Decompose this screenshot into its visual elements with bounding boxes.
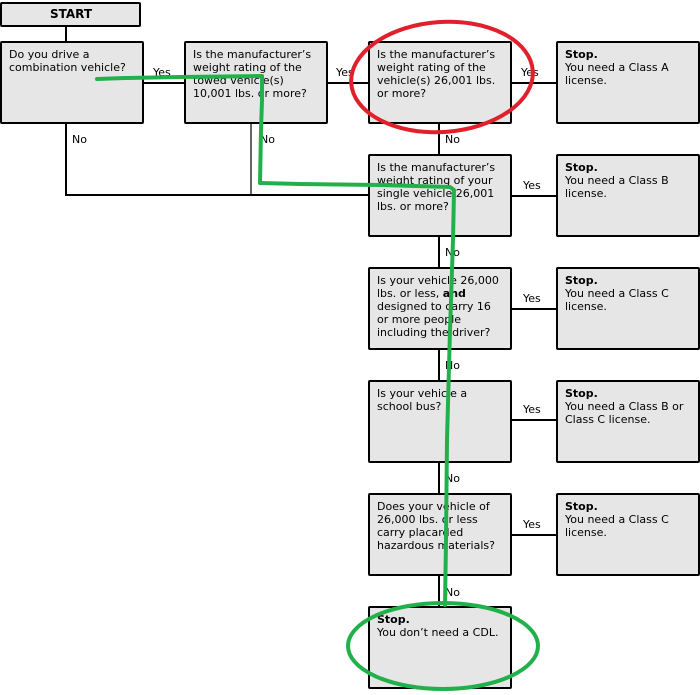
question-passengers: Is your vehicle 26,000 lbs. or less, and… bbox=[368, 267, 512, 350]
question-text: designed to carry 16 or more people incl… bbox=[377, 300, 491, 339]
edge-label-no: No bbox=[445, 586, 460, 599]
connector bbox=[510, 308, 557, 310]
connector bbox=[438, 123, 440, 155]
connector bbox=[510, 534, 557, 536]
result-class-b-or-c: Stop. You need a Class B or Class C lice… bbox=[556, 380, 700, 463]
stop-label: Stop. bbox=[565, 48, 598, 61]
edge-label-no: No bbox=[260, 133, 275, 146]
connector bbox=[327, 82, 369, 84]
connector bbox=[510, 82, 557, 84]
stop-label: Stop. bbox=[565, 500, 598, 513]
connector bbox=[510, 195, 557, 197]
result-text: You need a Class A license. bbox=[565, 61, 669, 87]
result-class-a: Stop. You need a Class A license. bbox=[556, 41, 700, 124]
edge-label-yes: Yes bbox=[153, 66, 171, 79]
edge-label-no: No bbox=[445, 472, 460, 485]
stop-label: Stop. bbox=[377, 613, 410, 626]
start-node: START bbox=[0, 2, 141, 27]
result-no-cdl: Stop. You don’t need a CDL. bbox=[368, 606, 512, 689]
stop-label: Stop. bbox=[565, 387, 598, 400]
edge-label-no: No bbox=[445, 133, 460, 146]
question-emphasis: and bbox=[442, 287, 466, 300]
question-towed-weight: Is the manufacturer’s weight rating of t… bbox=[184, 41, 328, 124]
question-hazmat: Does your vehicle of 26,000 lbs. or less… bbox=[368, 493, 512, 576]
connector bbox=[438, 462, 440, 494]
edge-label-no: No bbox=[445, 246, 460, 259]
edge-label-yes: Yes bbox=[336, 66, 354, 79]
edge-label-no: No bbox=[72, 133, 87, 146]
edge-label-yes: Yes bbox=[523, 518, 541, 531]
result-class-c-hazmat: Stop. You need a Class C license. bbox=[556, 493, 700, 576]
result-class-c: Stop. You need a Class C license. bbox=[556, 267, 700, 350]
question-school-bus: Is your vehicle a school bus? bbox=[368, 380, 512, 463]
edge-label-yes: Yes bbox=[523, 292, 541, 305]
result-text: You need a Class C license. bbox=[565, 287, 669, 313]
connector bbox=[438, 575, 440, 607]
result-class-b: Stop. You need a Class B license. bbox=[556, 154, 700, 237]
connector bbox=[65, 194, 370, 196]
result-text: You need a Class C license. bbox=[565, 513, 669, 539]
question-combined-weight: Is the manufacturer’s weight rating of t… bbox=[368, 41, 512, 124]
connector bbox=[143, 82, 185, 84]
stop-label: Stop. bbox=[565, 274, 598, 287]
connector bbox=[510, 419, 557, 421]
edge-label-yes: Yes bbox=[523, 179, 541, 192]
edge-label-no: No bbox=[445, 359, 460, 372]
edge-label-yes: Yes bbox=[523, 403, 541, 416]
question-combination-vehicle: Do you drive a combination vehicle? bbox=[0, 41, 144, 124]
question-single-vehicle-weight: Is the manufacturer’s weight rating of y… bbox=[368, 154, 512, 237]
connector bbox=[250, 123, 252, 196]
question-text: Is your vehicle 26,000 lbs. or less, bbox=[377, 274, 499, 300]
result-text: You need a Class B license. bbox=[565, 174, 669, 200]
connector bbox=[438, 349, 440, 381]
result-text: You need a Class B or Class C license. bbox=[565, 400, 684, 426]
connector bbox=[65, 26, 67, 42]
stop-label: Stop. bbox=[565, 161, 598, 174]
connector bbox=[438, 236, 440, 268]
edge-label-yes: Yes bbox=[521, 66, 539, 79]
connector bbox=[65, 123, 67, 196]
result-text: You don’t need a CDL. bbox=[377, 626, 499, 639]
